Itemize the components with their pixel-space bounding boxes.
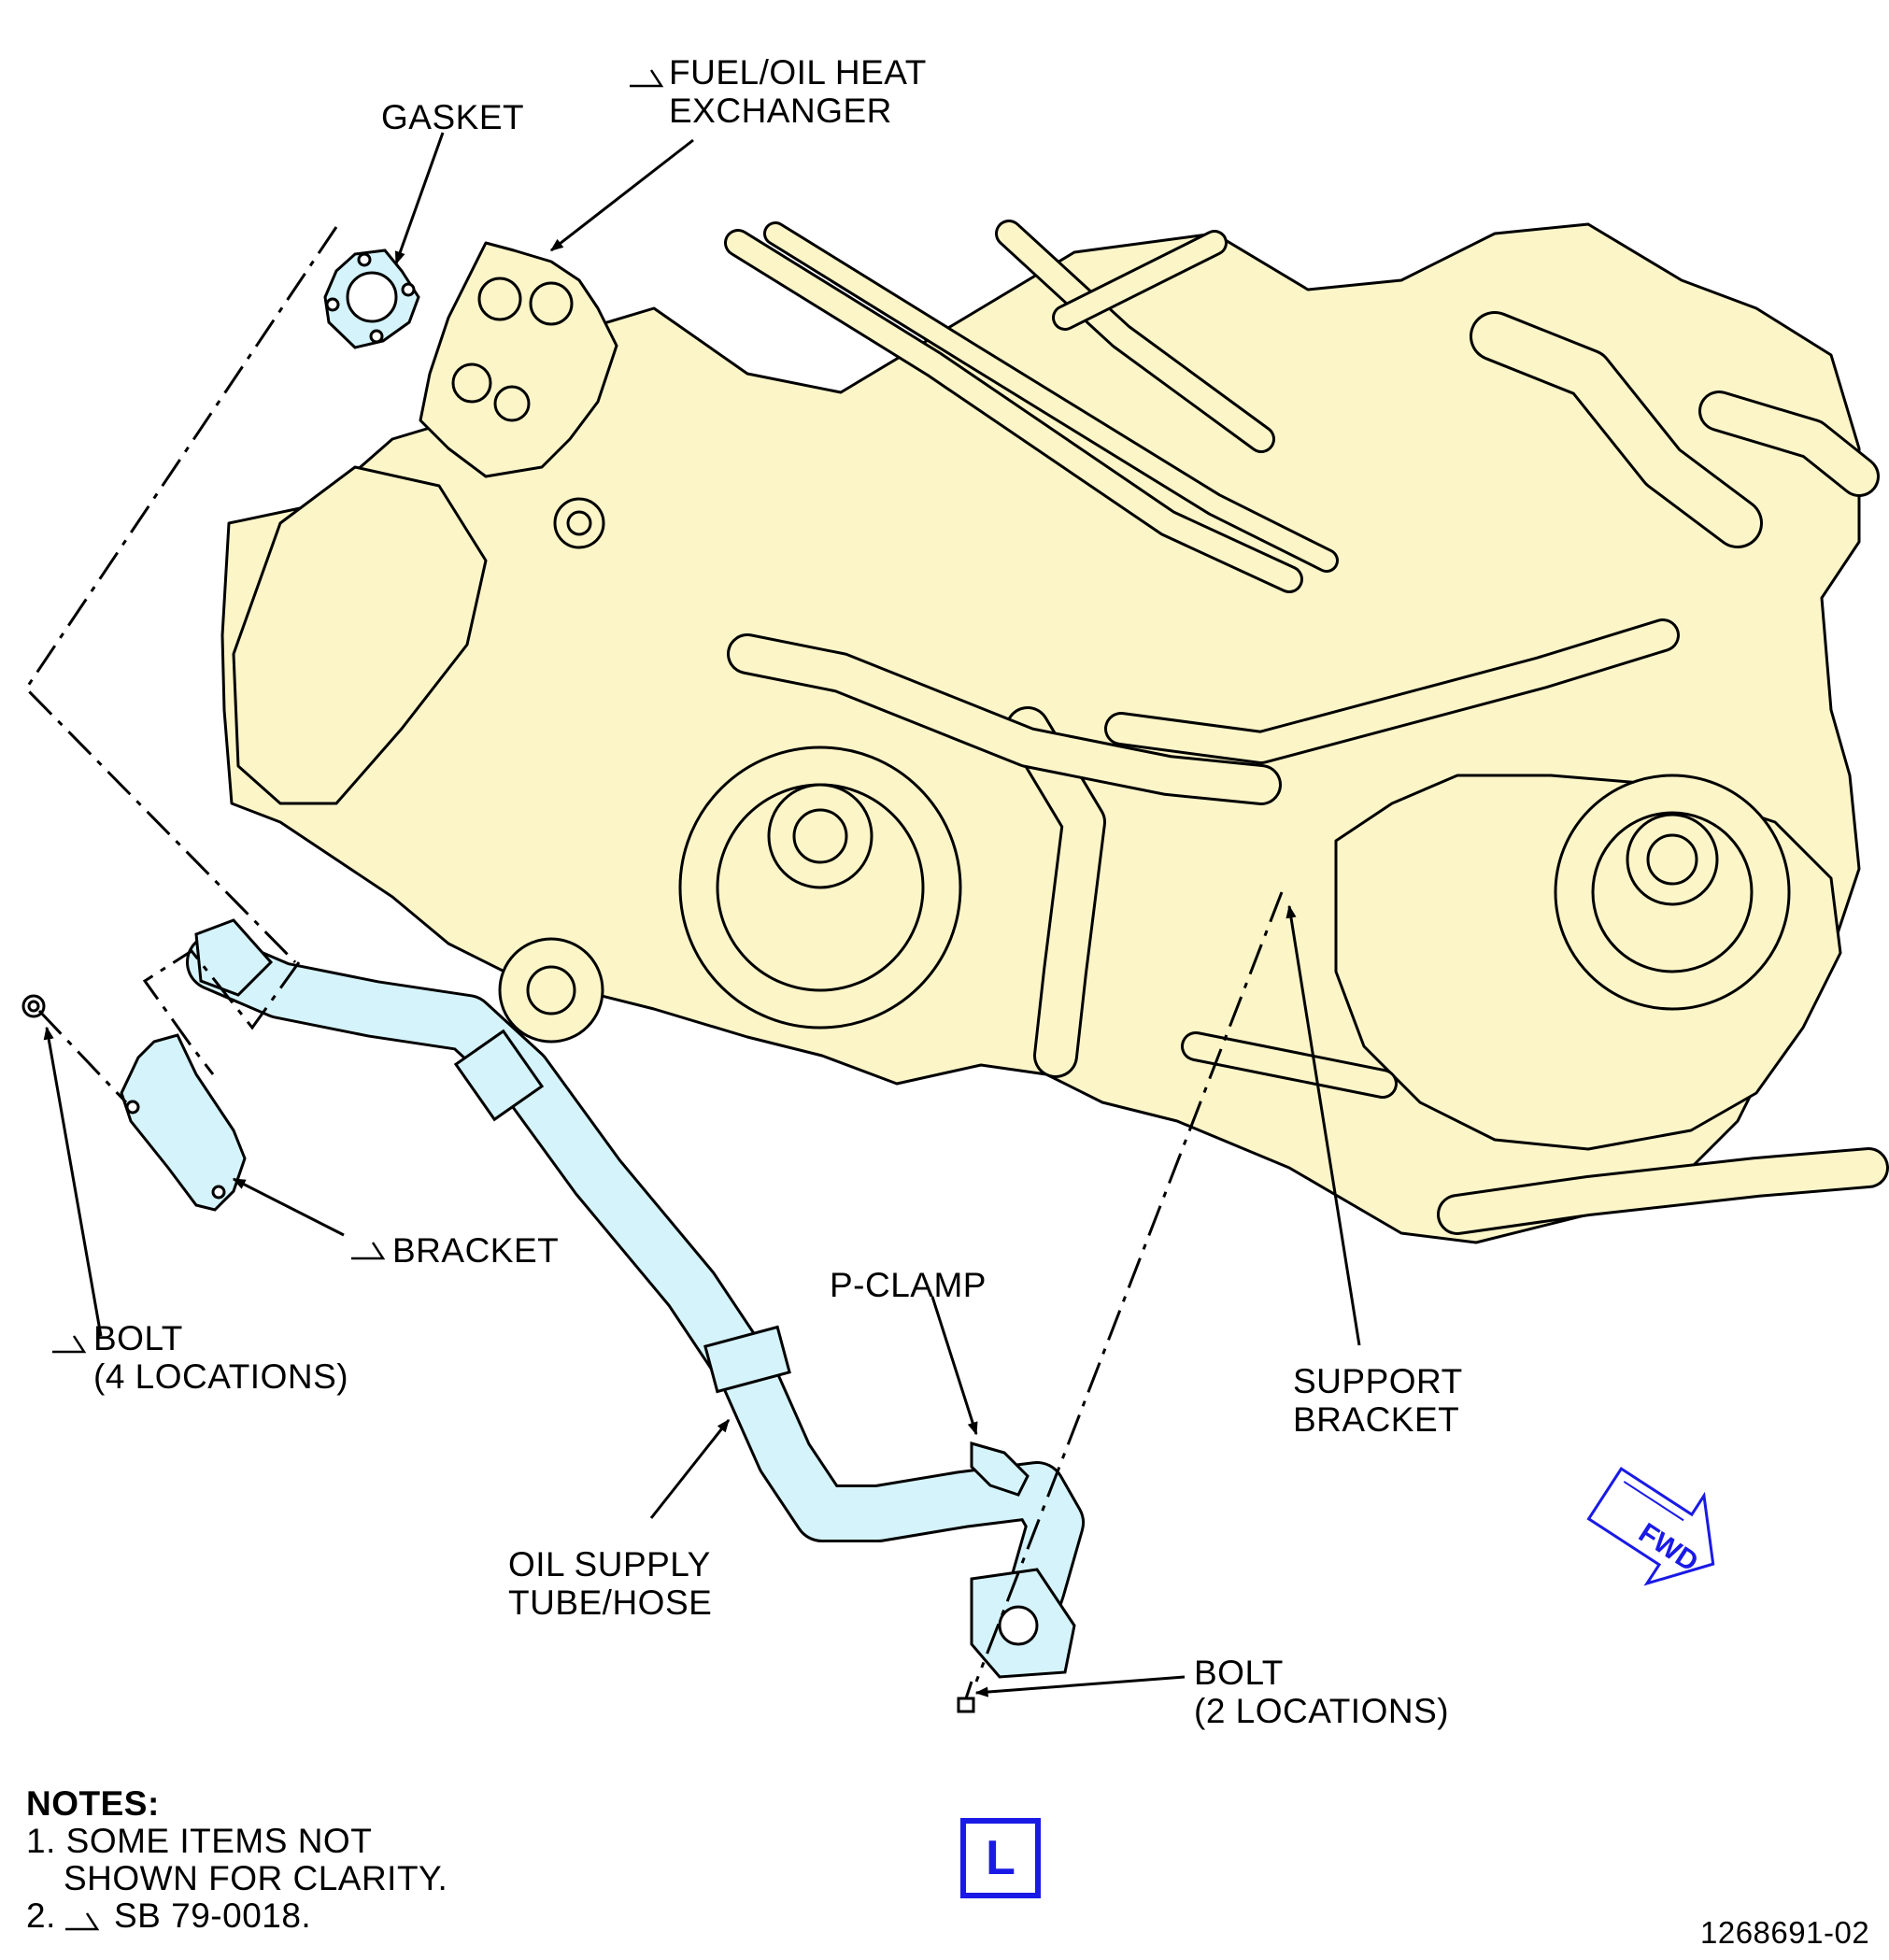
heat-exchanger-label-line1: FUEL/OIL HEAT: [669, 53, 927, 92]
bolt-4-label-line2: (4 LOCATIONS): [93, 1357, 349, 1396]
note-2-prefix: 2.: [26, 1896, 56, 1935]
notes-title: NOTES:: [26, 1784, 160, 1823]
gasket: [323, 249, 420, 349]
view-letter: L: [986, 1831, 1016, 1885]
phantom-lines: [24, 226, 1284, 1683]
bolt-4-label-line1: BOLT: [93, 1319, 183, 1357]
oil-supply-tube: [186, 933, 1085, 1673]
bolt-2-label-line1: BOLT: [1194, 1654, 1284, 1692]
p-clamp: [970, 1442, 1030, 1497]
heat-exchanger-detail: [451, 277, 605, 549]
p-clamp-label: P-CLAMP: [830, 1266, 987, 1304]
bracket: [120, 1033, 247, 1212]
note-1-line1: 1. SOME ITEMS NOT: [26, 1822, 373, 1860]
note-1-line2: SHOWN FOR CLARITY.: [64, 1859, 448, 1897]
support-bracket-label-line1: SUPPORT: [1293, 1362, 1463, 1400]
figure-number: 1268691-02: [1700, 1915, 1870, 1950]
gasket-label: GASKET: [381, 98, 525, 136]
bracket-label: BRACKET: [392, 1231, 560, 1270]
engine-tubing: [724, 220, 1889, 1235]
support-bracket-label-line2: BRACKET: [1293, 1400, 1460, 1439]
oil-supply-tube-fittings: [194, 918, 1076, 1679]
leader-lines: [43, 132, 1361, 1697]
heat-exchanger-label-line2: EXCHANGER: [669, 92, 892, 130]
sb-flag-icon: [52, 69, 664, 1931]
bolt-2-label-line2: (2 LOCATIONS): [1194, 1692, 1450, 1730]
oil-supply-label-line2: TUBE/HOSE: [508, 1584, 713, 1622]
view-indicator: L: [960, 1818, 1041, 1898]
fwd-arrow-icon: [1586, 1467, 1715, 1586]
oil-supply-label-line1: OIL SUPPLY: [508, 1545, 711, 1584]
note-2-text: SB 79-0018.: [114, 1896, 312, 1935]
bolts: [21, 994, 975, 1713]
